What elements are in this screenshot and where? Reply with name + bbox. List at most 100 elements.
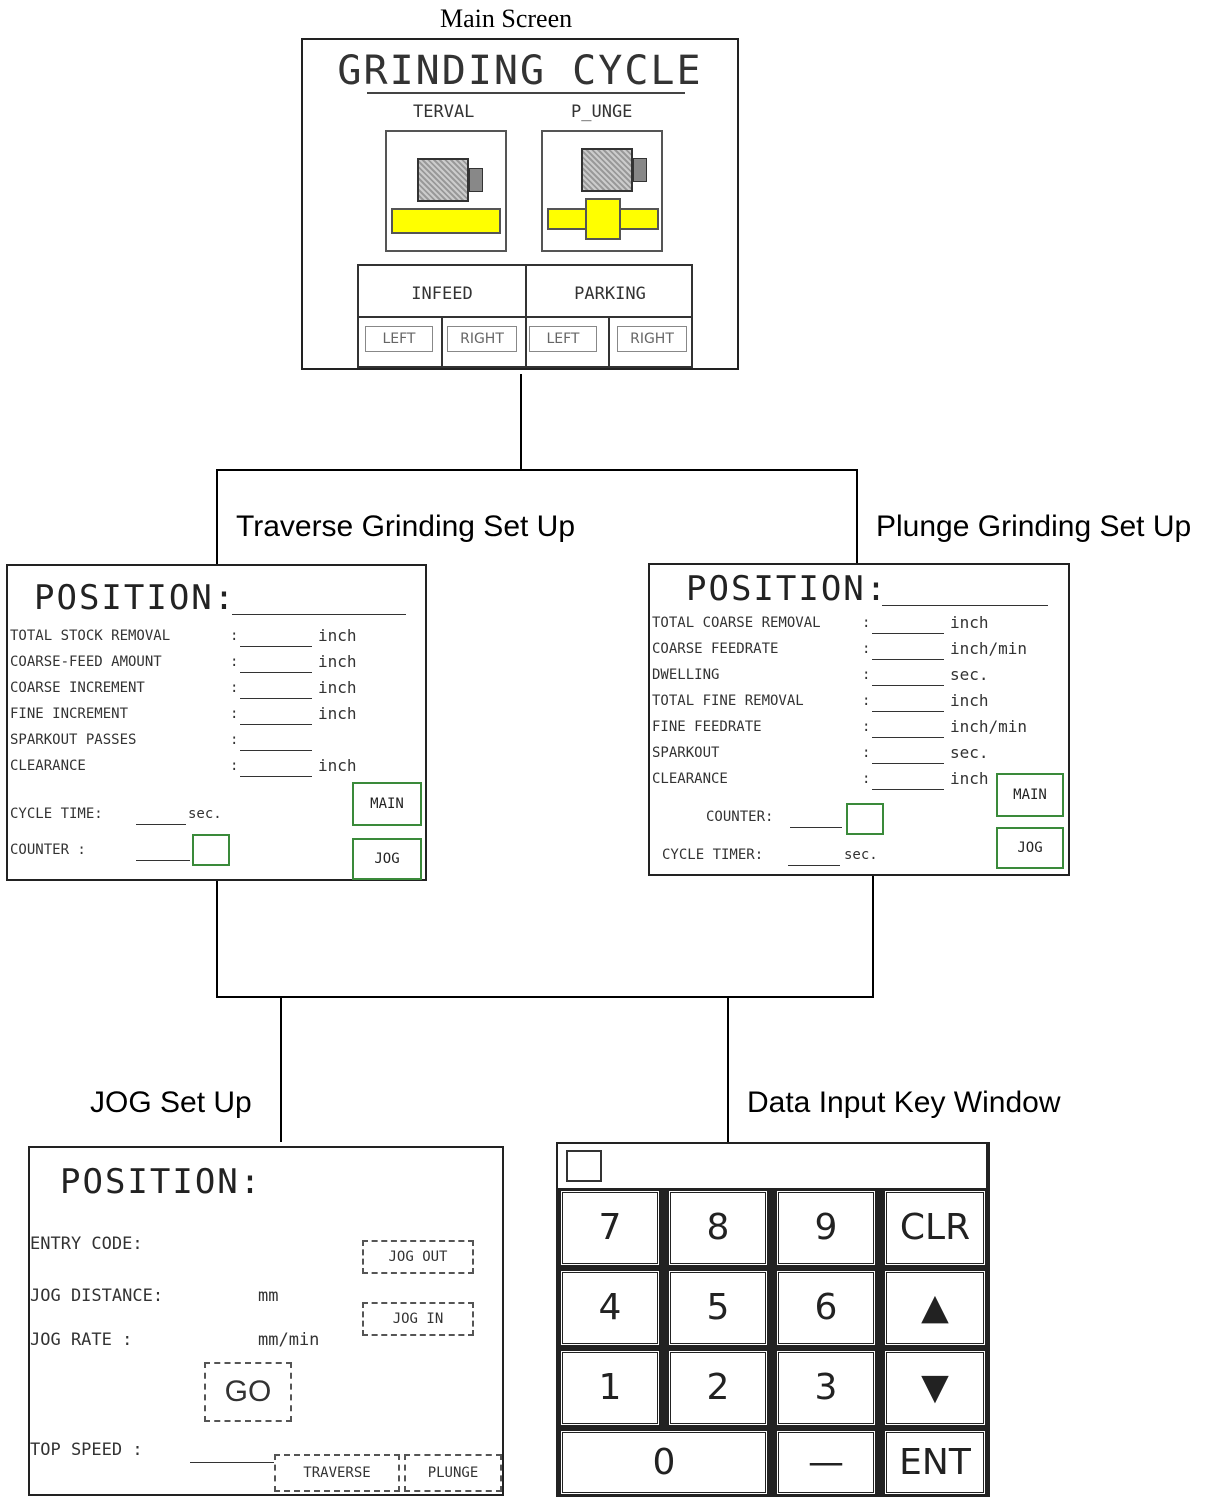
key-down-arrow-icon[interactable]: ▼: [884, 1350, 986, 1426]
grinding-wheel-icon: [417, 158, 469, 202]
total-coarse-removal-label: TOTAL COARSE REMOVAL: [652, 615, 821, 631]
position-value-line: [882, 605, 1048, 606]
top-speed-field[interactable]: [190, 1462, 276, 1463]
coarse-increment-field[interactable]: [240, 698, 312, 699]
jog-distance-unit: mm: [258, 1286, 279, 1306]
main-button[interactable]: MAIN: [352, 782, 422, 826]
jog-distance-label: JOG DISTANCE:: [30, 1286, 164, 1306]
row-separator: :: [862, 693, 871, 709]
counter-field: [790, 827, 842, 828]
key-minus[interactable]: —: [776, 1430, 876, 1495]
cycle-timer-label: CYCLE TIMER:: [662, 847, 764, 863]
total-coarse-removal-field[interactable]: [872, 633, 944, 634]
unit-label: sec.: [950, 743, 989, 762]
key-8[interactable]: 8: [668, 1190, 768, 1266]
unit-label: inch: [318, 652, 357, 671]
infeed-parking-grid: INFEED PARKING LEFT RIGHT LEFT RIGHT: [357, 264, 693, 368]
sparkout-passes-field[interactable]: [240, 750, 312, 751]
key-4[interactable]: 4: [560, 1270, 660, 1346]
coarse-feedrate-label: COARSE FEEDRATE: [652, 641, 779, 657]
key-1[interactable]: 1: [560, 1350, 660, 1426]
key-6[interactable]: 6: [776, 1270, 876, 1346]
key-2[interactable]: 2: [668, 1350, 768, 1426]
parking-left-button[interactable]: LEFT: [529, 326, 597, 352]
parking-right-button[interactable]: RIGHT: [617, 326, 687, 352]
clearance-field[interactable]: [240, 776, 312, 777]
spindle-icon: [469, 168, 483, 192]
row-separator: :: [230, 628, 239, 644]
key-3[interactable]: 3: [776, 1350, 876, 1426]
keypad-input-box[interactable]: [566, 1150, 602, 1182]
parking-label: PARKING: [574, 284, 646, 304]
key-9[interactable]: 9: [776, 1190, 876, 1266]
row-separator: :: [230, 732, 239, 748]
fine-feedrate-label: FINE FEEDRATE: [652, 719, 762, 735]
counter-reset-button[interactable]: [846, 803, 884, 835]
main-button[interactable]: MAIN: [996, 773, 1064, 817]
go-button[interactable]: GO: [204, 1362, 292, 1422]
counter-field: [136, 860, 190, 861]
key-up-arrow-icon[interactable]: ▲: [884, 1270, 986, 1346]
counter-reset-button[interactable]: [192, 834, 230, 866]
row-separator: :: [862, 771, 871, 787]
connector-line: [872, 875, 874, 998]
traverse-mode-button[interactable]: [385, 130, 507, 252]
cycle-timer-field: [788, 865, 840, 866]
plunge-button[interactable]: PLUNGE: [404, 1454, 502, 1492]
jog-button[interactable]: JOG: [352, 838, 422, 880]
infeed-left-button[interactable]: LEFT: [365, 326, 433, 352]
key-enter[interactable]: ENT: [884, 1430, 986, 1495]
row-separator: :: [230, 680, 239, 696]
dwelling-field[interactable]: [872, 685, 944, 686]
total-stock-removal-label: TOTAL STOCK REMOVAL: [10, 628, 171, 644]
unit-label: inch: [950, 769, 989, 788]
traverse-button[interactable]: TRAVERSE: [274, 1454, 400, 1492]
total-stock-removal-field[interactable]: [240, 646, 312, 647]
clearance-label: CLEARANCE: [10, 758, 86, 774]
jog-in-button[interactable]: JOG IN: [362, 1302, 474, 1336]
row-separator: :: [862, 745, 871, 761]
connector-line: [216, 880, 218, 998]
plunge-mode-button[interactable]: [541, 130, 663, 252]
row-separator: :: [230, 706, 239, 722]
spindle-icon: [633, 158, 647, 182]
clearance-label: CLEARANCE: [652, 771, 728, 787]
connector-line: [280, 996, 282, 1142]
key-0[interactable]: 0: [560, 1430, 768, 1495]
counter-label: COUNTER :: [10, 842, 86, 858]
connector-line: [216, 469, 218, 565]
jog-rate-unit: mm/min: [258, 1330, 320, 1350]
cycle-time-unit: sec.: [188, 806, 222, 822]
dwelling-label: DWELLING: [652, 667, 720, 683]
traverse-workpiece-icon: [391, 208, 501, 234]
traverse-mode-label: TERVAL: [413, 102, 475, 122]
unit-label: inch/min: [950, 639, 1028, 658]
position-title: POSITION:: [686, 569, 889, 609]
coarse-feedrate-field[interactable]: [872, 659, 944, 660]
jog-button[interactable]: JOG: [996, 827, 1064, 869]
unit-label: inch: [318, 678, 357, 697]
fine-feedrate-field[interactable]: [872, 737, 944, 738]
key-7[interactable]: 7: [560, 1190, 660, 1266]
sparkout-label: SPARKOUT: [652, 745, 720, 761]
key-clear[interactable]: CLR: [884, 1190, 986, 1266]
fine-increment-field[interactable]: [240, 724, 312, 725]
grinding-wheel-icon: [581, 148, 633, 192]
unit-label: inch: [950, 613, 989, 632]
connector-line: [216, 469, 858, 471]
key-5[interactable]: 5: [668, 1270, 768, 1346]
counter-label: COUNTER:: [706, 809, 774, 825]
total-fine-removal-field[interactable]: [872, 711, 944, 712]
row-separator: :: [230, 654, 239, 670]
jog-out-button[interactable]: JOG OUT: [362, 1240, 474, 1274]
unit-label: sec.: [950, 665, 989, 684]
coarse-increment-label: COARSE INCREMENT: [10, 680, 145, 696]
sparkout-field[interactable]: [872, 763, 944, 764]
clearance-field[interactable]: [872, 789, 944, 790]
connector-line: [216, 996, 874, 998]
coarse-feed-amount-field[interactable]: [240, 672, 312, 673]
infeed-right-button[interactable]: RIGHT: [447, 326, 517, 352]
row-separator: :: [862, 667, 871, 683]
plunge-setup-panel: POSITION: TOTAL COARSE REMOVAL : inch CO…: [648, 563, 1070, 876]
cycle-time-field: [136, 824, 186, 825]
